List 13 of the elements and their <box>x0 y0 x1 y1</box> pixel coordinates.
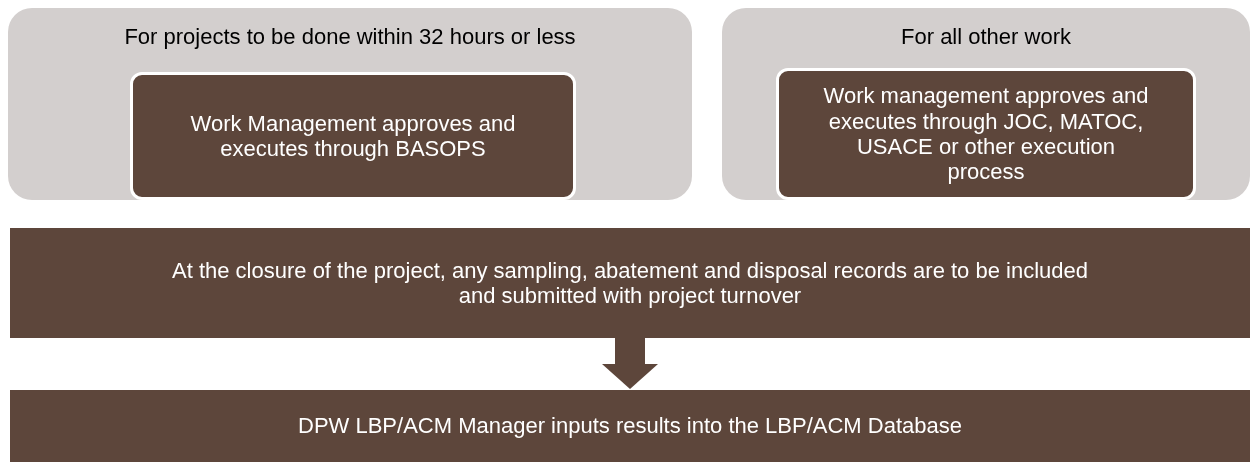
box-text: Work management approves and executes through JOC, MATOC, USACE or other execution process <box>822 83 1150 185</box>
arrow <box>602 338 658 389</box>
process-box <box>130 72 576 200</box>
process-box <box>776 68 1196 200</box>
process-band <box>10 390 1250 462</box>
panel-heading: For all other work <box>900 24 1072 50</box>
box-text: DPW LBP/ACM Manager inputs results into the LBP/ACM Database <box>297 413 963 439</box>
box-text: Work Management approves and executes through BASOPS <box>189 110 517 162</box>
process-band <box>10 228 1250 338</box>
group-panel <box>8 8 692 200</box>
group-panel <box>722 8 1250 200</box>
panel-heading: For projects to be done within 32 hours or less <box>123 24 577 50</box>
box-text: At the closure of the project, any sampling, abatement and disposal records are to be included and submitted with project turnover <box>171 257 1089 309</box>
